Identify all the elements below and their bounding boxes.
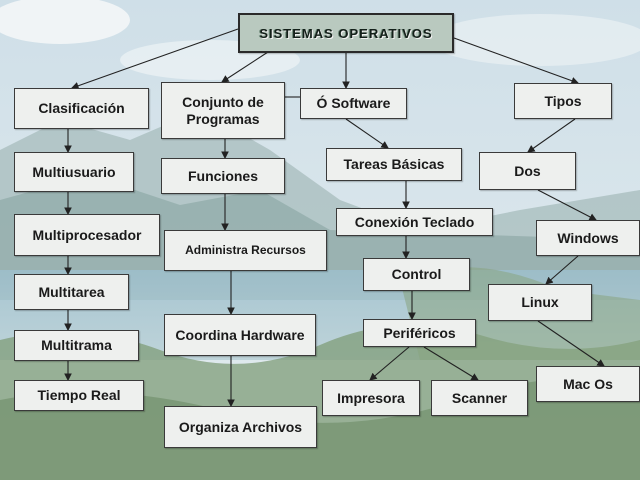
node-tiempo-real: Tiempo Real <box>14 380 144 411</box>
node-multitrama: Multitrama <box>14 330 139 361</box>
node-tipos: Tipos <box>514 83 612 119</box>
node-multiusuario: Multiusuario <box>14 152 134 192</box>
node-administra-recursos: Administra Recursos <box>164 230 327 271</box>
node-organiza-archivos: Organiza Archivos <box>164 406 317 448</box>
node-conjunto-programas: Conjunto de Programas <box>161 82 285 139</box>
node-mac-os: Mac Os <box>536 366 640 402</box>
node-windows: Windows <box>536 220 640 256</box>
node-funciones: Funciones <box>161 158 285 194</box>
node-tareas-basicas: Tareas Básicas <box>326 148 462 181</box>
node-perifericos: Periféricos <box>363 319 476 347</box>
node-multitarea: Multitarea <box>14 274 129 310</box>
node-scanner: Scanner <box>431 380 528 416</box>
node-conexion-teclado: Conexión Teclado <box>336 208 493 236</box>
node-impresora: Impresora <box>322 380 420 416</box>
node-linux: Linux <box>488 284 592 321</box>
node-clasificacion: Clasificación <box>14 88 149 129</box>
node-multiprocesador: Multiprocesador <box>14 214 160 256</box>
node-software: Ó Software <box>300 88 407 119</box>
node-dos: Dos <box>479 152 576 190</box>
diagram-title: SISTEMAS OPERATIVOS <box>238 13 454 53</box>
node-coordina-hardware: Coordina Hardware <box>164 314 316 356</box>
node-control: Control <box>363 258 470 291</box>
